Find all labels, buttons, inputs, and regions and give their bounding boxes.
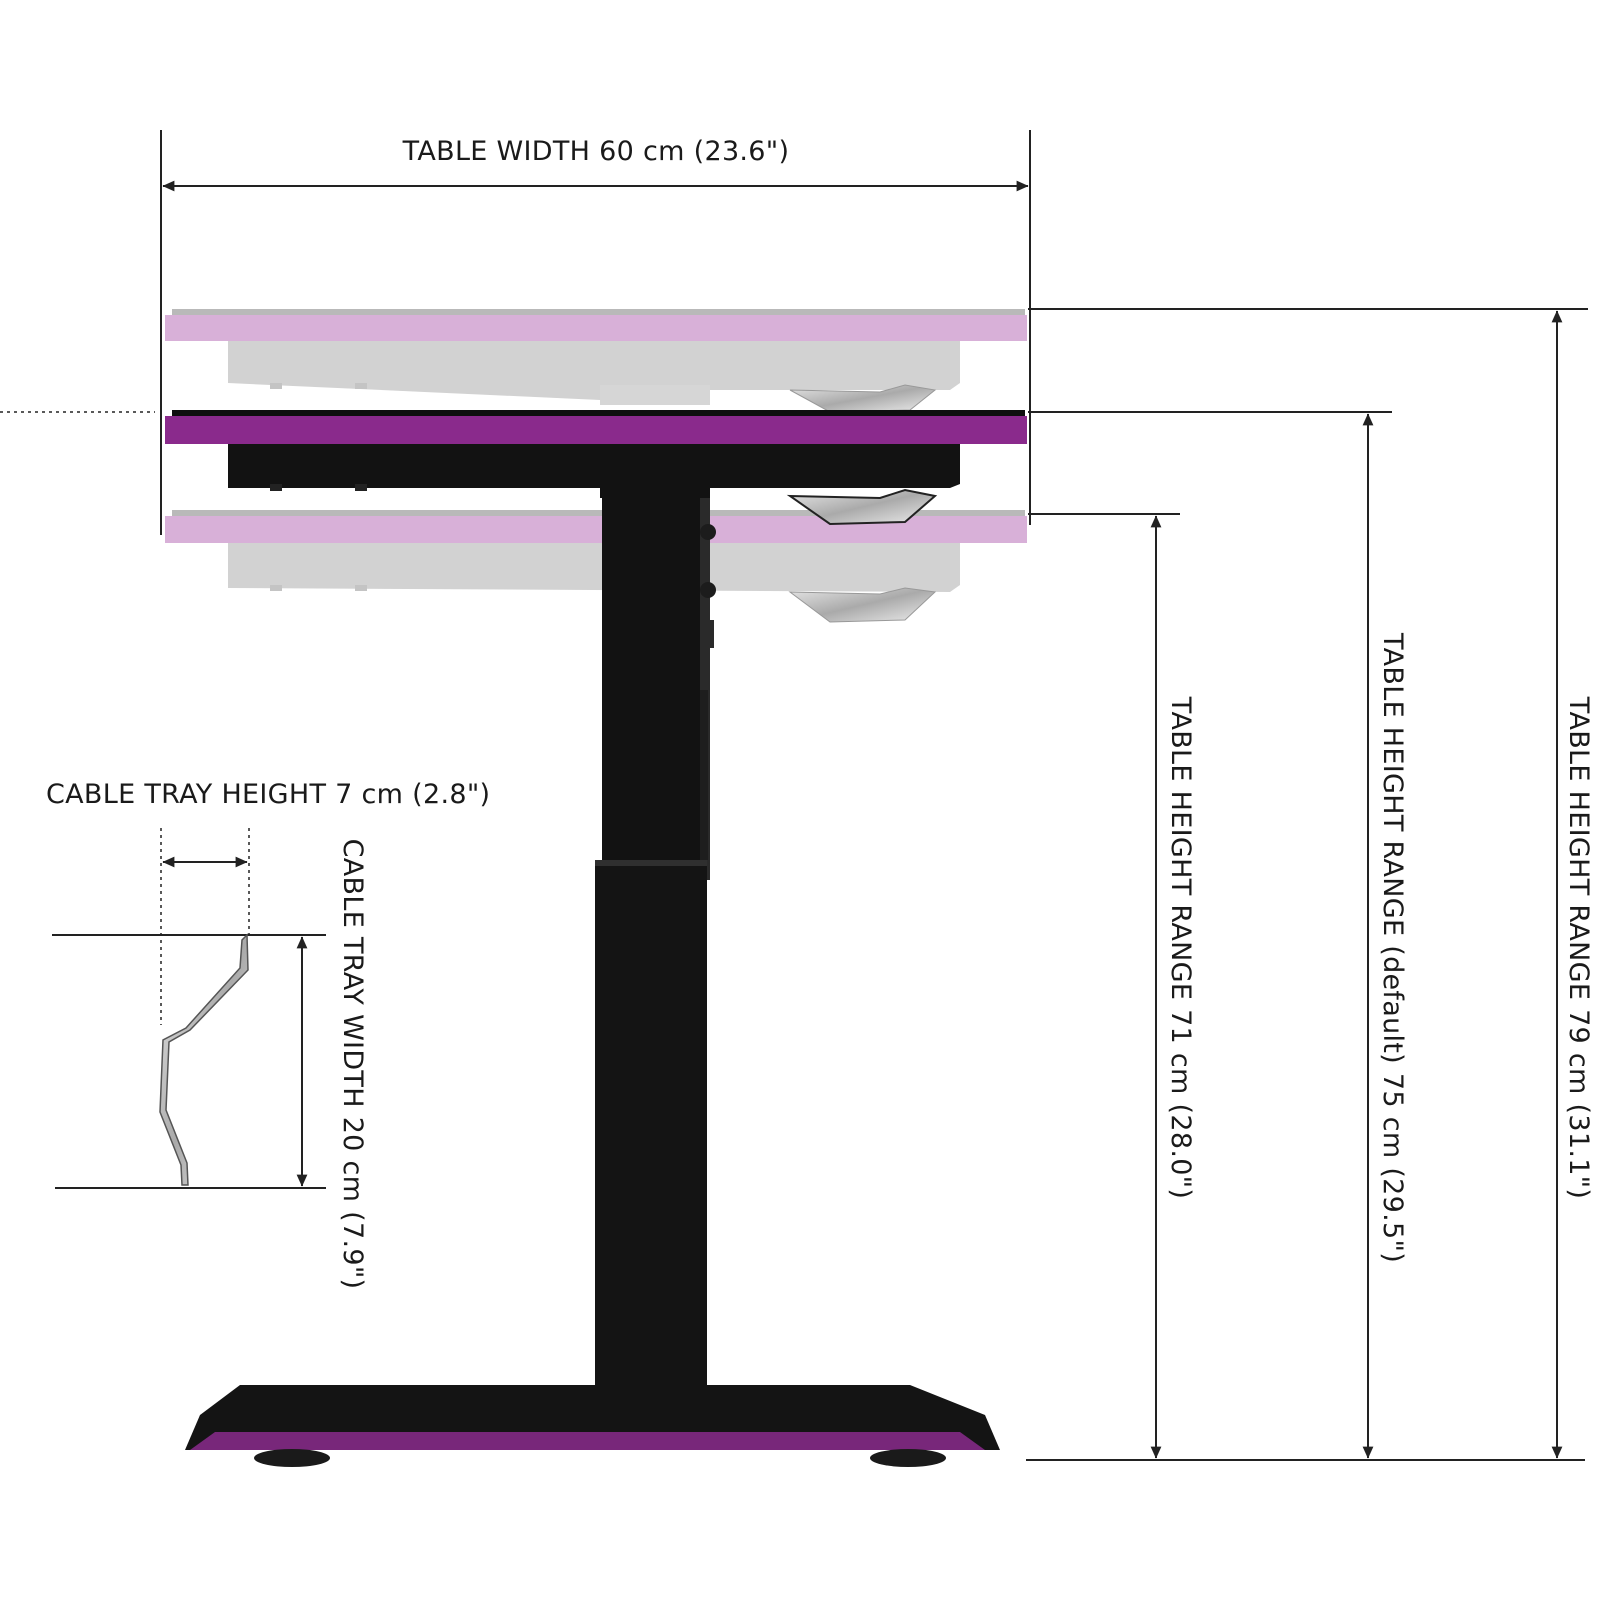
height-dimensions: TABLE HEIGHT RANGE 71 cm (28.0") TABLE H…: [1026, 308, 1594, 1461]
height-default-label: TABLE HEIGHT RANGE (default) 75 cm (29.5…: [1377, 632, 1408, 1263]
height-min-label: TABLE HEIGHT RANGE 71 cm (28.0"): [1165, 696, 1196, 1199]
desk-frame-column: [595, 480, 716, 1395]
cable-tray-detail: CABLE TRAY HEIGHT 7 cm (2.8") CABLE TRAY…: [46, 779, 490, 1289]
width-dimension: TABLE WIDTH 60 cm (23.6"): [160, 130, 1031, 535]
table-width-label: TABLE WIDTH 60 cm (23.6"): [402, 136, 790, 167]
desk-top-min-ghost: [165, 510, 1027, 623]
height-max-label: TABLE HEIGHT RANGE 79 cm (31.1"): [1563, 696, 1594, 1199]
desk-frame-base: [185, 1385, 1000, 1467]
cable-tray-width-label: CABLE TRAY WIDTH 20 cm (7.9"): [337, 839, 368, 1290]
cable-tray-height-label: CABLE TRAY HEIGHT 7 cm (2.8"): [46, 779, 490, 810]
desk-top-max-ghost: [165, 309, 1027, 413]
cable-tray-profile: [159, 933, 249, 1186]
desk-top-default: [165, 410, 1027, 526]
